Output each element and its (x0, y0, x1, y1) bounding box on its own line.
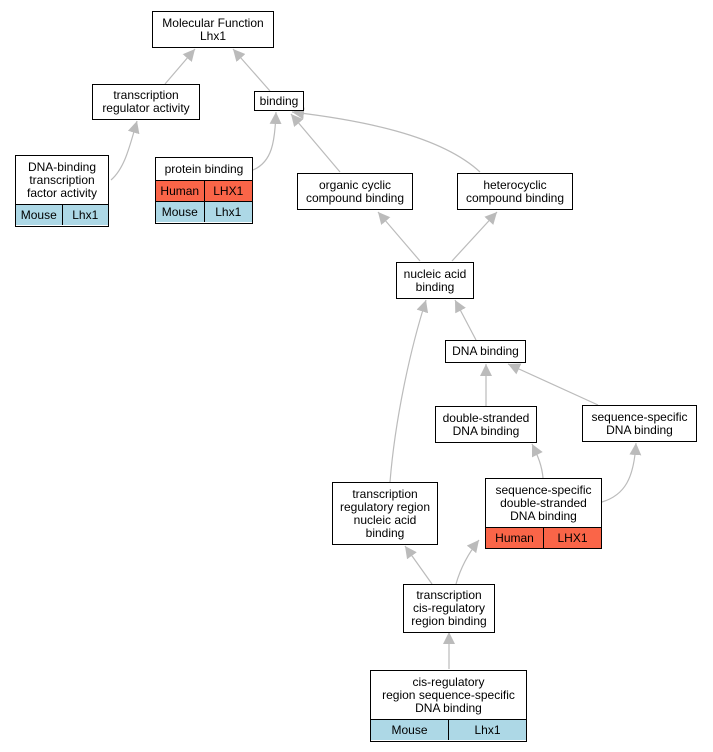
node-label: transcription regulator activity (102, 88, 190, 115)
node-label: nucleic acid binding (403, 266, 467, 294)
node-transcription-cis-regulatory-region-binding[interactable]: transcription cis-regulatory region bind… (403, 584, 495, 633)
edge-ss-to-dna (507, 363, 599, 406)
edge-dnatf-to-tra (110, 120, 140, 181)
edge-ssds-to-ss (601, 442, 642, 503)
node-dna-binding[interactable]: DNA binding (445, 340, 526, 363)
annotation-row-human: Human LHX1 (486, 527, 601, 548)
node-protein-binding[interactable]: protein binding Human LHX1 Mouse Lhx1 (155, 157, 253, 224)
node-cis-regulatory-region-sequence-specific-dna-binding[interactable]: cis-regulatory region sequence-specific … (370, 670, 527, 742)
edge-organic-to-binding (290, 113, 341, 173)
annotation-row-human: Human LHX1 (156, 180, 252, 201)
node-label: cis-regulatory region sequence-specific … (382, 674, 515, 715)
node-label: heterocyclic compound binding (465, 177, 565, 205)
species-cell: Mouse (161, 205, 198, 219)
annotation-row-mouse: Mouse Lhx1 (16, 204, 108, 225)
gene-cell: Lhx1 (61, 205, 109, 225)
node-label: DNA binding (452, 344, 519, 358)
node-label: sequence-specific double-stranded DNA bi… (495, 482, 592, 523)
node-transcription-regulatory-region-nucleic-acid-binding[interactable]: transcription regulatory region nucleic … (332, 482, 438, 545)
node-sequence-specific-dna-binding[interactable]: sequence-specific DNA binding (582, 405, 697, 442)
gene-cell: Lhx1 (203, 202, 253, 222)
edge-tra-to-root (164, 48, 196, 85)
edge-dna-to-nucleic (454, 299, 477, 341)
edge-trrnab-to-nucleic (389, 299, 429, 483)
node-molecular-function-root[interactable]: Molecular Function Lhx1 (152, 11, 274, 48)
annotation-row-mouse: Mouse Lhx1 (371, 719, 526, 740)
edge-tcrb-to-trrnab (404, 545, 433, 585)
node-organic-cyclic-compound-binding[interactable]: organic cyclic compound binding (297, 173, 413, 210)
edge-protein-to-binding (252, 111, 282, 171)
node-label: binding (259, 93, 299, 108)
node-dna-binding-transcription-factor-activity[interactable]: DNA-binding transcription factor activit… (15, 155, 109, 227)
species-cell: Human (160, 184, 200, 198)
node-transcription-regulator-activity[interactable]: transcription regulator activity (92, 84, 200, 120)
edge-ssds-to-ds (531, 443, 544, 479)
node-binding[interactable]: binding (254, 91, 304, 111)
species-cell: Human (495, 531, 534, 545)
node-label: organic cyclic compound binding (305, 177, 405, 205)
node-label: transcription regulatory region nucleic … (339, 486, 431, 540)
node-label: protein binding (164, 161, 244, 176)
edge-binding-to-root (232, 48, 271, 92)
node-label: DNA-binding transcription factor activit… (26, 159, 98, 200)
gene-cell: LHX1 (543, 528, 601, 548)
node-heterocyclic-compound-binding[interactable]: heterocyclic compound binding (457, 173, 573, 210)
edge-tcrb-to-ssds (455, 539, 480, 585)
edge-hetero-to-binding (291, 107, 481, 173)
node-label: double-stranded DNA binding (442, 410, 530, 438)
species-cell: Mouse (391, 723, 428, 737)
node-label: transcription cis-regulatory region bind… (411, 588, 487, 628)
node-double-stranded-dna-binding[interactable]: double-stranded DNA binding (435, 406, 537, 443)
node-sequence-specific-double-stranded-dna-binding[interactable]: sequence-specific double-stranded DNA bi… (485, 478, 602, 549)
gene-cell: LHX1 (203, 181, 253, 201)
gene-cell: Lhx1 (448, 720, 526, 740)
node-nucleic-acid-binding[interactable]: nucleic acid binding (396, 262, 474, 299)
node-label: Molecular Function Lhx1 (162, 15, 264, 43)
edge-nucleic-to-organic (377, 211, 421, 262)
annotation-row-mouse: Mouse Lhx1 (156, 201, 252, 222)
edge-nucleic-to-hetero (451, 211, 498, 262)
species-cell: Mouse (20, 208, 57, 222)
node-label: sequence-specific DNA binding (591, 409, 688, 437)
